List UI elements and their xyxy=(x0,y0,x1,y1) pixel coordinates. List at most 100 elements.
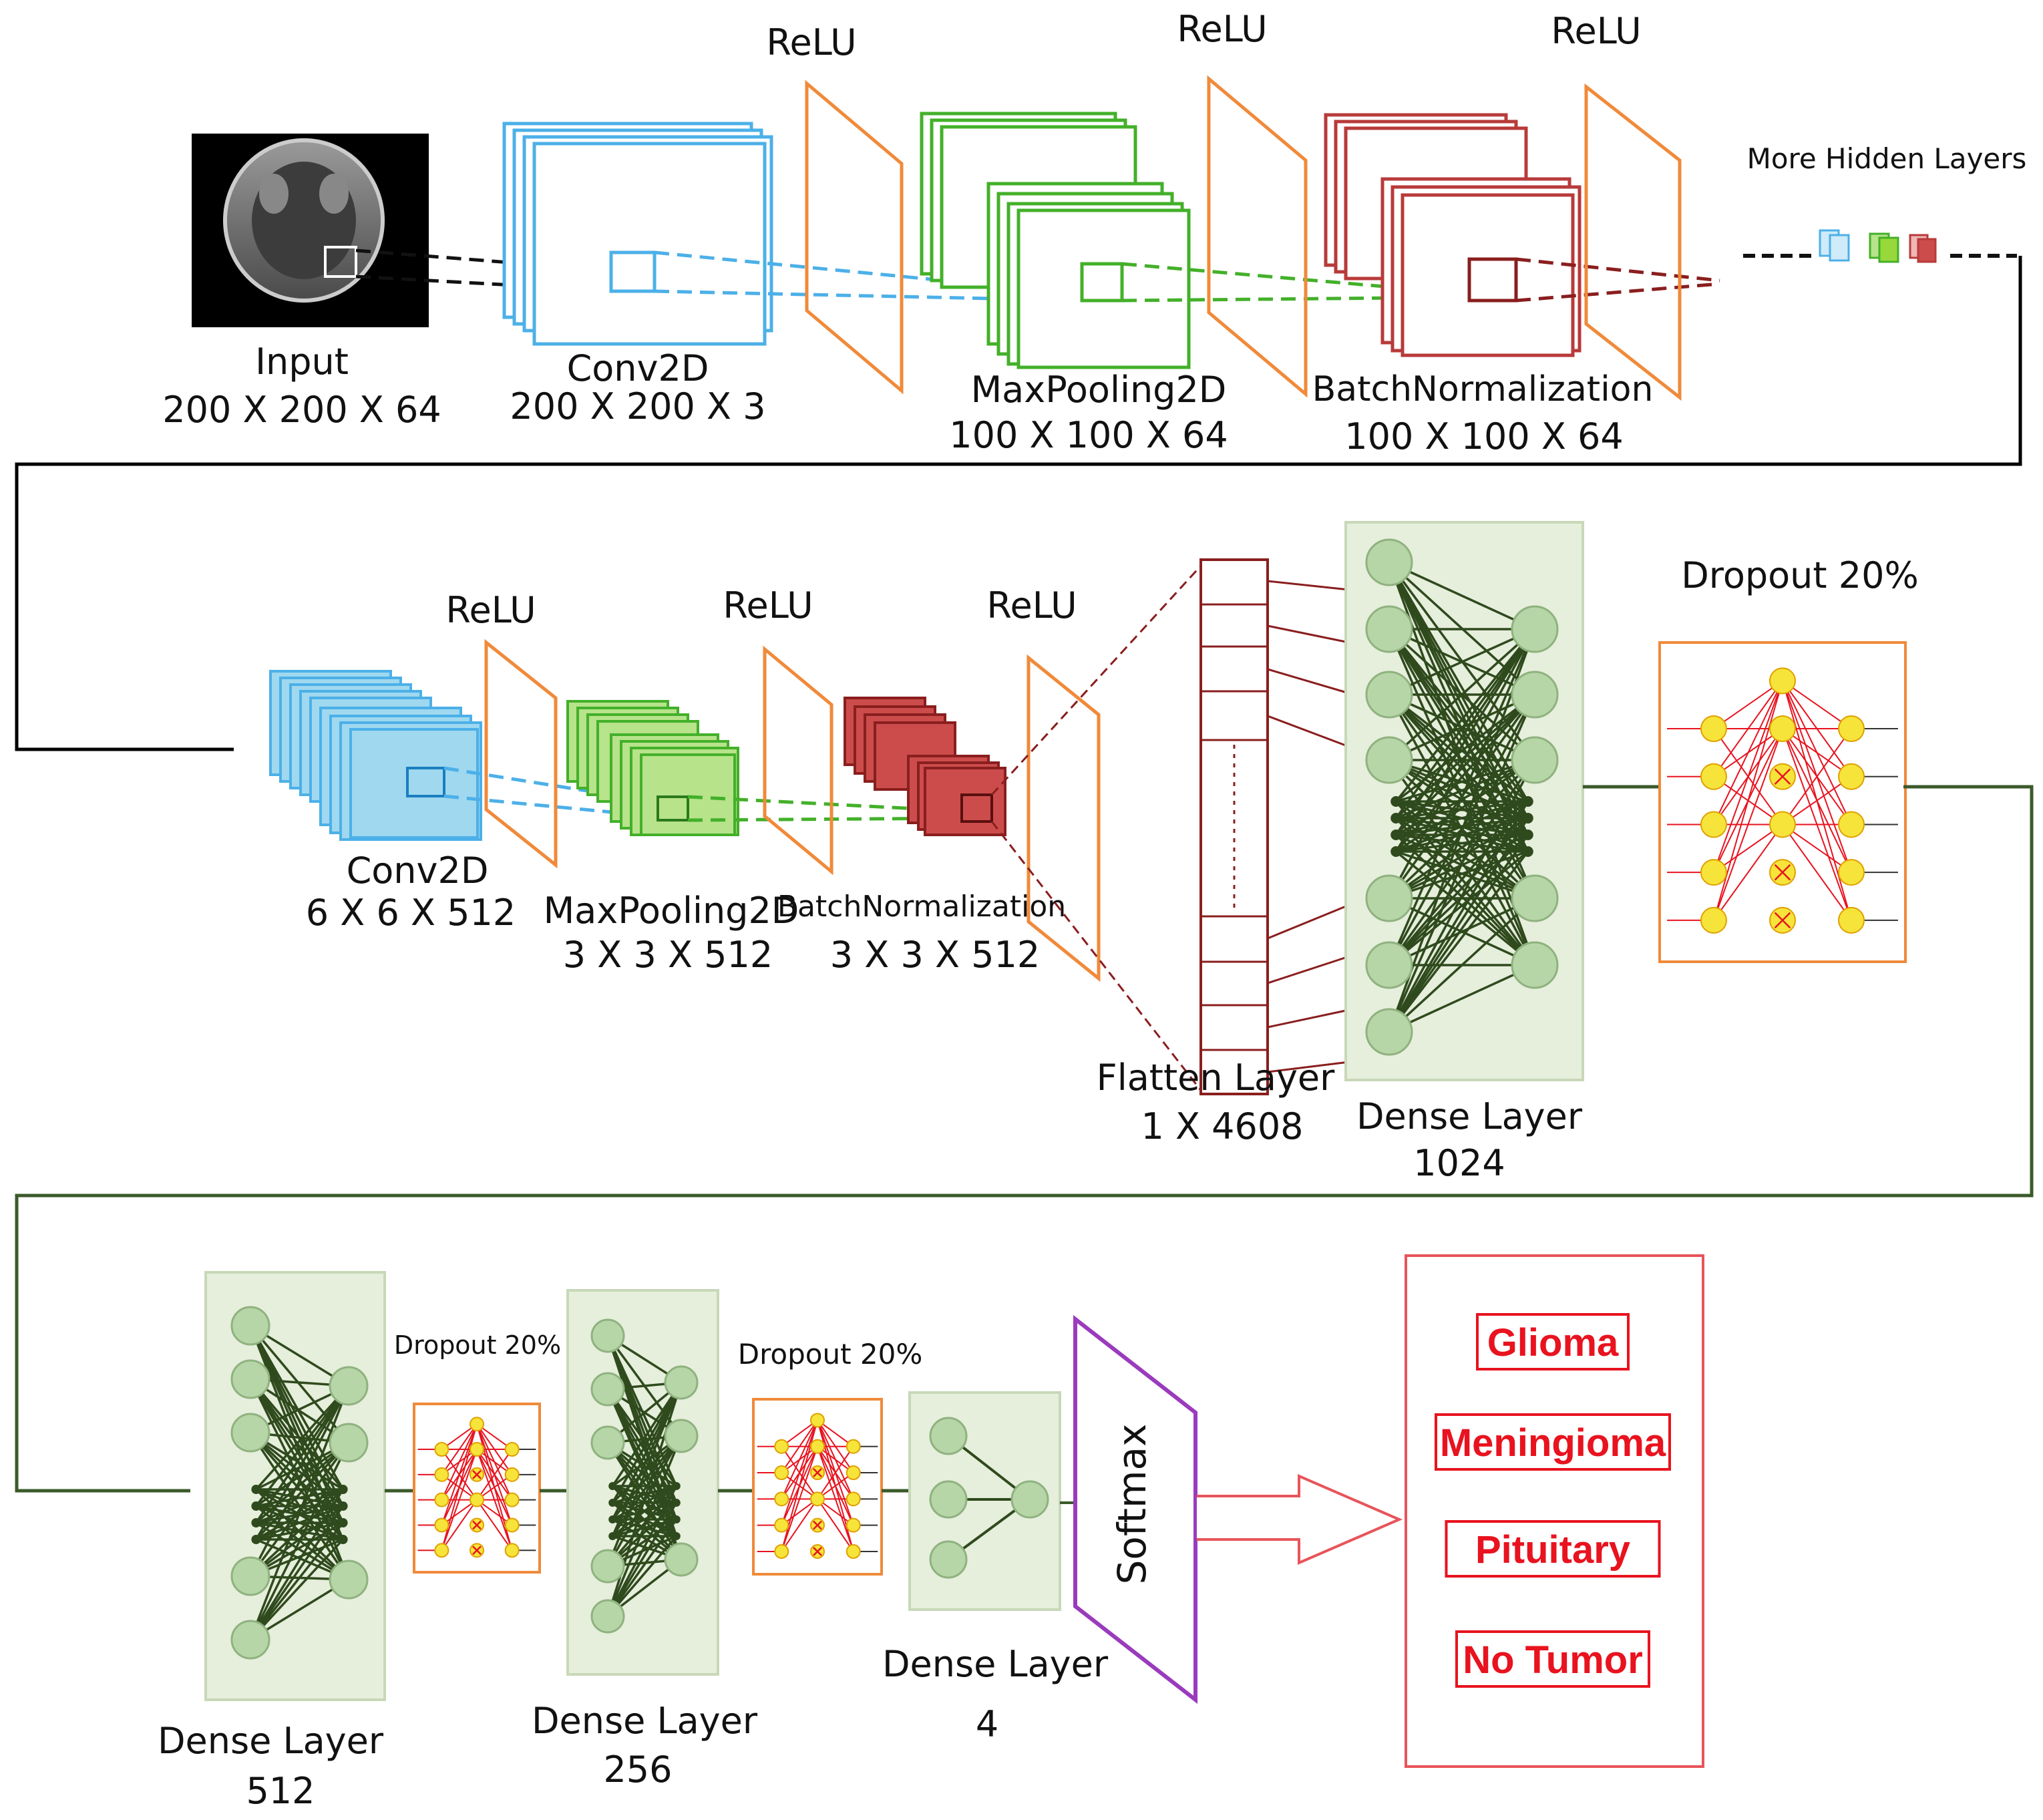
dropout-node xyxy=(1838,715,1865,743)
dropout-block-large xyxy=(1658,641,1907,963)
dropout-edge xyxy=(781,1420,818,1499)
dropout-node xyxy=(470,1417,484,1432)
dropout-edge xyxy=(1713,680,1783,729)
more-hidden-layers-thumbnail xyxy=(1819,229,1937,263)
dropout-node xyxy=(434,1467,449,1482)
dropout-edge xyxy=(1713,728,1783,921)
dense1024-ellipsis-dot xyxy=(1390,830,1402,840)
dropout-edge xyxy=(476,1499,513,1551)
dropout-edge xyxy=(817,1419,854,1447)
dropout-node xyxy=(810,1413,825,1428)
dropout-node xyxy=(434,1442,449,1457)
dense1024-node xyxy=(1365,538,1413,586)
projection-pool-bn xyxy=(1121,262,1470,303)
row2-dropout-label: Dropout 20% xyxy=(1681,554,1919,596)
pool1-dims: 100 X 100 X 64 xyxy=(949,414,1228,456)
dense256-title: Dense Layer xyxy=(532,1700,758,1742)
dense256-ellipsis-dot xyxy=(608,1482,617,1490)
dropout-edge xyxy=(1782,680,1852,729)
class-label: Meningioma xyxy=(1440,1421,1666,1465)
conv2d-block-1 xyxy=(502,122,773,346)
dense512-edge xyxy=(249,1505,345,1640)
dropout-node xyxy=(846,1439,861,1454)
dense256-node xyxy=(590,1549,625,1584)
dropout-node xyxy=(434,1492,449,1507)
dropout-node xyxy=(1769,715,1796,743)
dense512-edge xyxy=(249,1441,350,1578)
dropout-edge xyxy=(476,1449,513,1501)
class-box xyxy=(1445,1520,1661,1578)
row3-dropout2-label: Dropout 20% xyxy=(738,1338,923,1371)
dense1024-node xyxy=(1511,736,1559,784)
dense512-edge xyxy=(255,1441,350,1541)
dropout-node xyxy=(810,1491,825,1507)
dense1024-ellipsis-dot xyxy=(1390,846,1402,857)
input-title: Input xyxy=(255,341,349,383)
pool-kernel-2 xyxy=(657,795,689,822)
row-1: Input 200 X 200 X 64 Conv2D 200 X 200 X … xyxy=(162,8,2026,458)
dropout-edge xyxy=(441,1423,478,1525)
dense1024-edge xyxy=(1395,834,1529,853)
row3-dropout1-label: Dropout 20% xyxy=(394,1330,561,1360)
pool2-title: MaxPooling2D xyxy=(544,890,799,932)
relu-plane-1 xyxy=(805,79,904,395)
dense256-ellipsis-dot xyxy=(672,1532,681,1540)
dropout-node xyxy=(1700,906,1727,934)
dense512-ellipsis-dot xyxy=(251,1518,261,1527)
dropout-node xyxy=(1838,906,1865,934)
dense256-node xyxy=(590,1318,625,1353)
dense256-edge xyxy=(612,1518,677,1537)
relu-plane-4 xyxy=(484,639,558,869)
dense1024-node xyxy=(1511,941,1559,989)
dense512-edge xyxy=(254,1385,350,1523)
dense1024-edge xyxy=(1395,628,1536,803)
dense1024-node xyxy=(1365,1008,1413,1056)
dense-layer-1024 xyxy=(1344,521,1584,1081)
dense512-edge xyxy=(254,1385,350,1540)
conv2-dims: 6 X 6 X 512 xyxy=(306,892,516,934)
dense512-edge xyxy=(249,1489,345,1640)
dense512-edge xyxy=(249,1521,344,1641)
conv2-title: Conv2D xyxy=(347,850,489,892)
dropout-node xyxy=(1700,811,1727,838)
dense256-edge xyxy=(606,1388,678,1487)
flatten-title: Flatten Layer xyxy=(1097,1057,1335,1099)
dropout-edge xyxy=(1713,680,1783,825)
row-2: Conv2D 6 X 6 X 512 ReLU MaxPooling2D 3 X… xyxy=(269,521,1919,1184)
row-3: Dense Layer 512 Dropout 20% Dense Layer … xyxy=(158,1254,1704,1812)
dense1024-edge xyxy=(1395,850,1535,900)
dense512-node xyxy=(230,1556,270,1596)
dense-layer-256 xyxy=(566,1289,719,1676)
dense256-edge xyxy=(612,1485,677,1537)
dropout-edge xyxy=(781,1498,818,1526)
dense256-ellipsis-dot xyxy=(672,1499,681,1507)
dropout-edge xyxy=(817,1498,854,1526)
dense1024-edge xyxy=(1395,759,1535,820)
dense1024-ellipsis-dot xyxy=(1522,813,1533,824)
dropout-edge xyxy=(1712,681,1783,921)
dropout-edge xyxy=(441,1423,478,1475)
dropout-node xyxy=(1838,859,1865,886)
dense1024-edge xyxy=(1395,693,1536,803)
dropout-node xyxy=(1700,859,1727,886)
dense1024-edge xyxy=(1388,694,1536,1033)
dense1024-ellipsis-dot xyxy=(1522,846,1533,857)
dropout-node xyxy=(504,1543,520,1558)
flatten-layer xyxy=(1199,558,1350,1095)
dense1024-ellipsis-dot xyxy=(1390,796,1402,807)
dropout-edge xyxy=(781,1419,818,1473)
dense1024-ellipsis-dot xyxy=(1522,830,1533,840)
projection-bn-hidden xyxy=(1515,257,1720,303)
row2-relu3-label: ReLU xyxy=(986,584,1077,626)
dense256-edge xyxy=(611,1382,683,1537)
maxpool-block-1 xyxy=(920,112,1191,369)
dropout-edge xyxy=(1713,680,1783,777)
class-box xyxy=(1476,1313,1630,1371)
class-label: Pituitary xyxy=(1475,1528,1630,1572)
input-mri-image xyxy=(192,134,429,327)
dropout-block-small-1 xyxy=(413,1403,541,1574)
dense1024-node xyxy=(1511,671,1559,719)
dense512-node xyxy=(230,1413,270,1453)
dense512-edge xyxy=(255,1385,350,1491)
